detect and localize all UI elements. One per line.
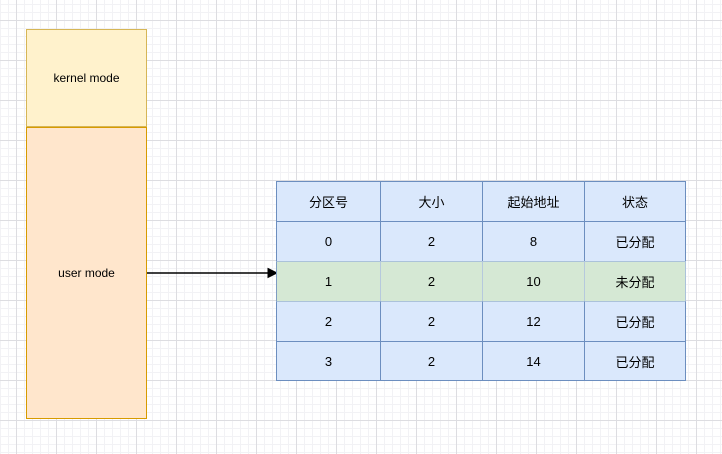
table-row-partition-0: 0 2 8 已分配: [276, 221, 686, 261]
col-header-partition-id[interactable]: 分区号: [276, 181, 380, 221]
col-header-size[interactable]: 大小: [380, 181, 482, 221]
cell-status[interactable]: 未分配: [584, 261, 686, 301]
table-row-partition-1-highlighted: 1 2 10 未分配: [276, 261, 686, 301]
table-row-partition-3: 3 2 14 已分配: [276, 341, 686, 381]
partition-table[interactable]: 分区号 大小 起始地址 状态 0 2 8 已分配 1 2 10 未分配 2 2: [276, 181, 686, 381]
cell-start-address[interactable]: 12: [482, 301, 584, 341]
connector-arrow[interactable]: [147, 265, 279, 281]
cell-status[interactable]: 已分配: [584, 301, 686, 341]
cell-size[interactable]: 2: [380, 301, 482, 341]
kernel-mode-label: kernel mode: [53, 71, 120, 85]
cell-size[interactable]: 2: [380, 261, 482, 301]
user-mode-box[interactable]: user mode: [26, 127, 147, 419]
col-header-status[interactable]: 状态: [584, 181, 686, 221]
cell-partition-id[interactable]: 2: [276, 301, 380, 341]
col-header-start-address[interactable]: 起始地址: [482, 181, 584, 221]
user-mode-label: user mode: [58, 266, 115, 280]
cell-size[interactable]: 2: [380, 221, 482, 261]
cell-start-address[interactable]: 14: [482, 341, 584, 381]
cell-partition-id[interactable]: 0: [276, 221, 380, 261]
cell-partition-id[interactable]: 3: [276, 341, 380, 381]
cell-partition-id[interactable]: 1: [276, 261, 380, 301]
cell-status[interactable]: 已分配: [584, 341, 686, 381]
table-row-partition-2: 2 2 12 已分配: [276, 301, 686, 341]
kernel-mode-box[interactable]: kernel mode: [26, 29, 147, 127]
cell-status[interactable]: 已分配: [584, 221, 686, 261]
cell-start-address[interactable]: 8: [482, 221, 584, 261]
cell-size[interactable]: 2: [380, 341, 482, 381]
table-header-row: 分区号 大小 起始地址 状态: [276, 181, 686, 221]
cell-start-address[interactable]: 10: [482, 261, 584, 301]
